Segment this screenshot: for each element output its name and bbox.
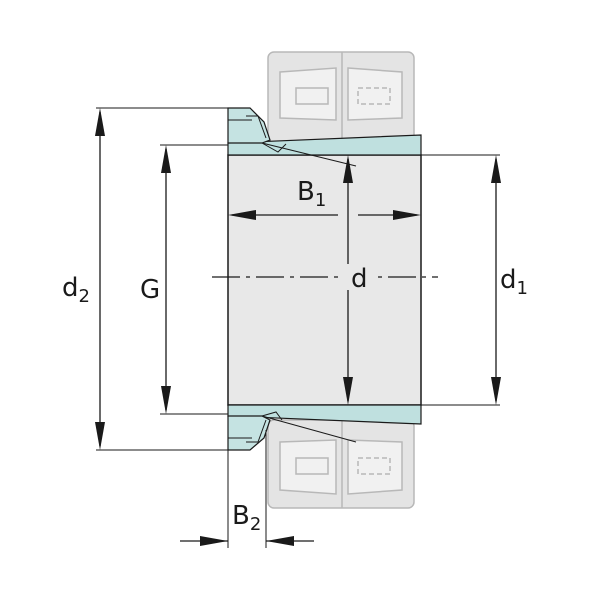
arrow-d-bottom (343, 377, 353, 405)
roller-left-top (279, 67, 337, 121)
lock-nut-bottom-body (227, 415, 271, 451)
cage-right-bottom (357, 457, 391, 475)
arrow-B1-left (228, 210, 256, 220)
leader-top (261, 142, 357, 167)
arrow-B1-right (393, 210, 421, 220)
dimension-d2: d2 (62, 108, 105, 450)
dimension-G: G (140, 145, 171, 414)
lock-washer-top (246, 115, 267, 139)
lock-nut-top (227, 107, 287, 153)
label-d1: d1 (500, 265, 528, 299)
arrow-d-top (343, 155, 353, 183)
arrow-d1-top (491, 155, 501, 183)
bearing-ghost-top (267, 51, 415, 145)
arrow-B2-left (200, 536, 228, 546)
lock-nut-top-body (227, 107, 271, 144)
label-d-bg (344, 264, 372, 290)
taper-bottom (227, 404, 422, 425)
arrow-B2-right (266, 536, 294, 546)
arrow-G-top (161, 145, 171, 173)
dimension-d: d (343, 155, 372, 405)
arrow-d1-bottom (491, 377, 501, 405)
lock-washer-bottom (246, 419, 267, 443)
roller-right-bottom (347, 439, 403, 495)
dimension-d1: d1 (491, 155, 528, 405)
cage-left-bottom (295, 457, 329, 475)
roller-right-top (347, 67, 403, 121)
tab-top (261, 142, 287, 153)
roller-left-bottom (279, 439, 337, 495)
arrow-d2-bottom (95, 422, 105, 450)
label-d2: d2 (62, 273, 90, 307)
cage-right-top (357, 87, 391, 105)
leader-bottom (261, 415, 357, 443)
label-B2: B2 (232, 501, 261, 535)
label-G: G (140, 275, 160, 305)
bearing-ghost-bottom (267, 419, 415, 509)
cage-left-top (295, 87, 329, 105)
dimension-B1: B1 (228, 176, 421, 220)
dimension-B2: B2 (180, 501, 314, 546)
arrow-G-bottom (161, 386, 171, 414)
arrow-d2-top (95, 108, 105, 136)
label-B1: B1 (297, 177, 326, 211)
tab-bottom (261, 411, 283, 421)
label-d: d (351, 264, 368, 294)
label-B1-bg (296, 176, 332, 210)
